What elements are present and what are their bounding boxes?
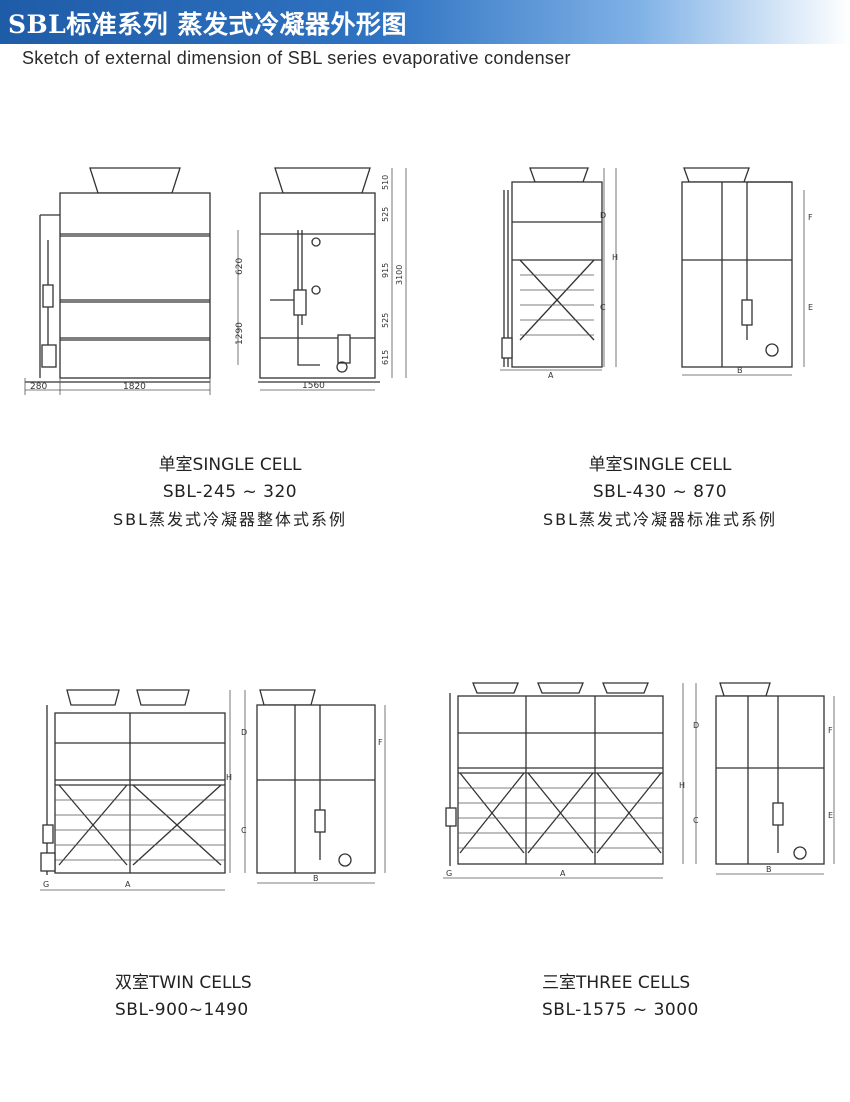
header-band: SBL标准系列 蒸发式冷凝器外形图: [0, 0, 850, 44]
dim-620: 620: [235, 258, 245, 275]
drawing-twin: G A D H C B F: [35, 685, 395, 905]
dim-525-bottom: 525: [381, 313, 390, 328]
caption-desc: SBL蒸发式冷凝器整体式系例: [112, 510, 348, 529]
label-c-1: C: [600, 303, 606, 312]
label-b-1: B: [737, 366, 743, 375]
dim-915: 915: [381, 263, 390, 278]
page-title: SBL标准系列 蒸发式冷凝器外形图: [8, 10, 407, 39]
side-view-standard: B F E: [681, 167, 813, 376]
side-view-twin: B F: [256, 689, 386, 884]
dim-280: 280: [30, 382, 47, 392]
label-a-3: A: [560, 869, 566, 878]
label-e-3: E: [828, 811, 833, 820]
front-view-three: G A D H C: [443, 682, 699, 879]
label-a-2: A: [125, 880, 131, 889]
caption-desc: SBL蒸发式冷凝器标准式系例: [542, 510, 778, 529]
caption-model: SBL-430 ~ 870: [592, 482, 728, 502]
label-g-2: G: [43, 880, 49, 889]
label-a-1: A: [548, 371, 554, 380]
drawing-single-standard: A D H C B F E: [492, 160, 832, 390]
caption-title: 三室THREE CELLS: [542, 973, 691, 993]
label-h-3: H: [679, 781, 685, 790]
dim-1820: 1820: [123, 382, 146, 392]
dim-510: 510: [381, 175, 390, 190]
caption-three: 三室THREE CELLS SBL-1575 ~ 3000: [510, 970, 802, 1024]
dim-3100: 3100: [395, 265, 404, 285]
caption-single-integral: 单室SINGLE CELL SBL-245 ~ 320 SBL蒸发式冷凝器整体式…: [80, 452, 380, 533]
label-f-1: F: [808, 213, 813, 222]
dim-525-top: 525: [381, 207, 390, 222]
caption-twin: 双室TWIN CELLS SBL-900~1490: [80, 970, 355, 1024]
caption-model: SBL-900~1490: [115, 1000, 249, 1020]
front-view-standard: A D H C: [500, 167, 618, 380]
side-view: 620 1290 1560 510 525 915 525 615 3100: [235, 167, 407, 391]
caption-title: 单室SINGLE CELL: [588, 455, 732, 475]
dim-615: 615: [381, 350, 390, 365]
label-d-3: D: [693, 721, 699, 730]
label-d-2: D: [241, 728, 247, 737]
label-b-3: B: [766, 865, 772, 874]
label-b-2: B: [313, 874, 319, 883]
label-g-3: G: [446, 869, 452, 878]
label-c-3: C: [693, 816, 699, 825]
side-view-three: B F E: [715, 682, 835, 875]
label-e-1: E: [808, 303, 813, 312]
dim-1290: 1290: [235, 322, 245, 345]
label-f-3: F: [828, 726, 833, 735]
caption-single-standard: 单室SINGLE CELL SBL-430 ~ 870 SBL蒸发式冷凝器标准式…: [505, 452, 815, 533]
caption-model: SBL-1575 ~ 3000: [542, 1000, 699, 1020]
label-d-1: D: [600, 211, 606, 220]
label-f-2: F: [378, 738, 383, 747]
page-subtitle: Sketch of external dimension of SBL seri…: [22, 48, 571, 68]
front-view: 280 1820: [24, 167, 211, 395]
front-view-twin: G A D H C: [40, 689, 247, 891]
caption-title: 单室SINGLE CELL: [158, 455, 302, 475]
drawing-three: G A D H C B F E: [438, 678, 838, 888]
label-h-1: H: [612, 253, 618, 262]
label-h-2: H: [226, 773, 232, 782]
dim-1560: 1560: [302, 381, 325, 391]
caption-model: SBL-245 ~ 320: [162, 482, 298, 502]
caption-title: 双室TWIN CELLS: [115, 973, 252, 993]
drawing-single-integral: 280 1820 620 1290 1560 510: [20, 160, 420, 410]
label-c-2: C: [241, 826, 247, 835]
